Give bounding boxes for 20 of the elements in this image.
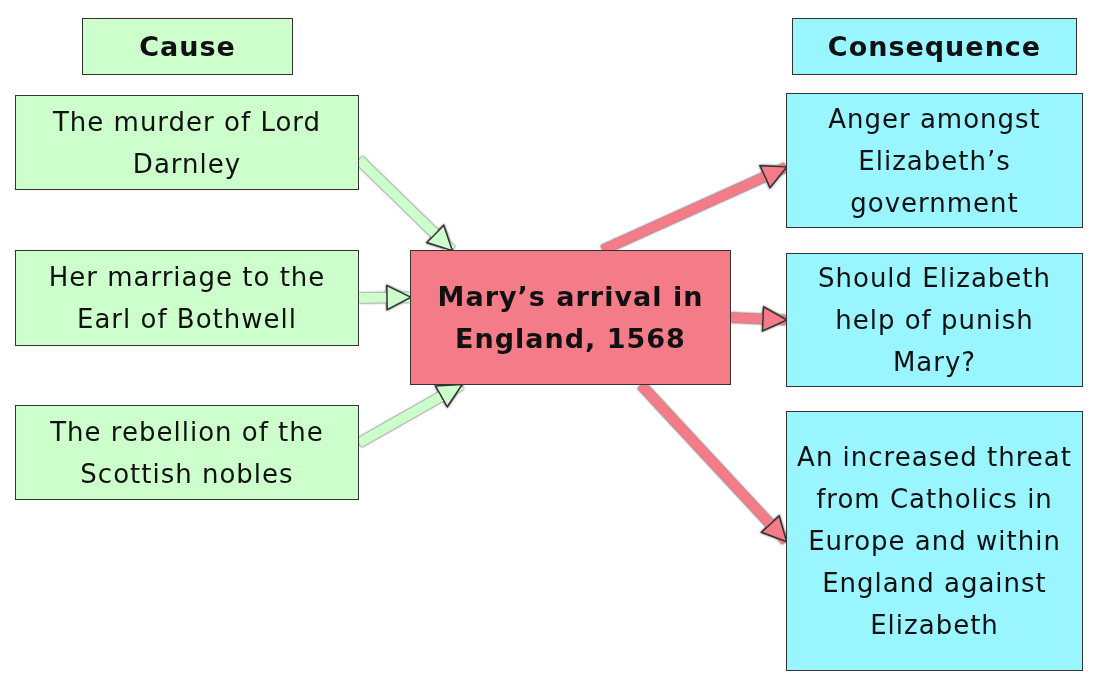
event-box xyxy=(410,250,731,385)
cause-box xyxy=(15,250,359,346)
consequence-box xyxy=(786,411,1083,671)
cause-box xyxy=(15,405,359,500)
consequence-box xyxy=(786,253,1083,387)
box-text: Anger amongst Elizabeth’s government xyxy=(827,102,1042,220)
header-box xyxy=(82,18,293,75)
block-arrow xyxy=(730,306,788,332)
box-text: An increased threat from Catholics in Europe and within England against Elizabeth xyxy=(796,441,1073,642)
block-arrow xyxy=(358,284,412,311)
consequence-box xyxy=(786,93,1083,228)
box-text: Mary’s arrival in England, 1568 xyxy=(436,279,705,356)
box-text: Cause xyxy=(139,29,236,64)
box-text: The murder of Lord Darnley xyxy=(51,105,323,181)
header-box xyxy=(792,18,1077,75)
box-text: Consequence xyxy=(827,29,1042,64)
box-text: Should Elizabeth help of punish Mary? xyxy=(817,262,1052,379)
box-text: The rebellion of the Scottish nobles xyxy=(49,415,325,491)
cause-box xyxy=(15,95,359,190)
box-text: Her marriage to the Earl of Bothwell xyxy=(47,261,327,336)
